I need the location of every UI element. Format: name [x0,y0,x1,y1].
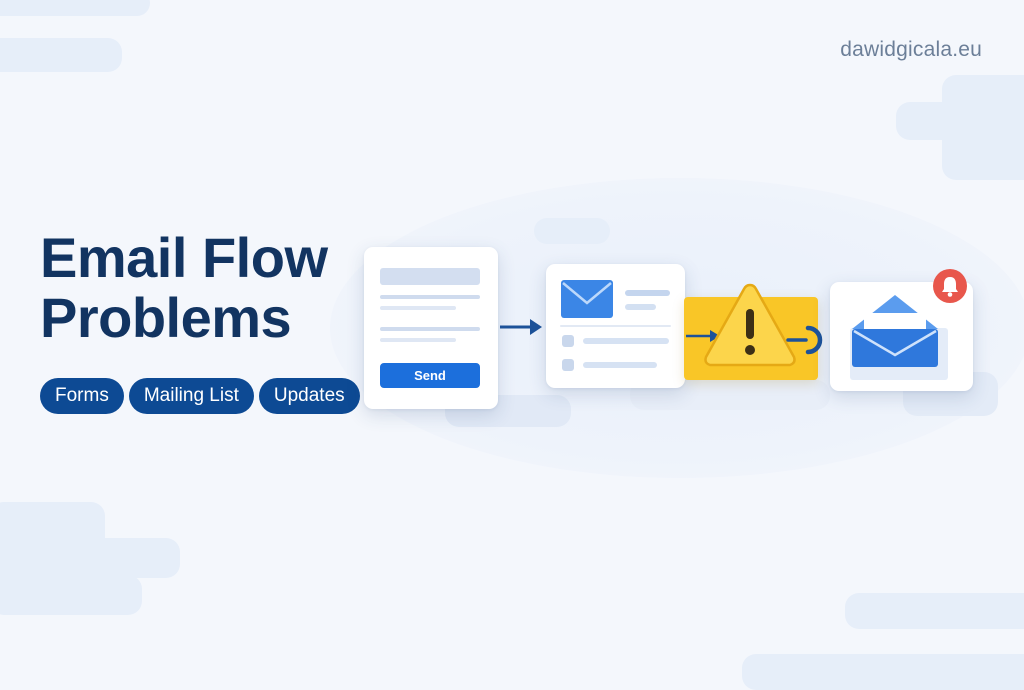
warning-icon [704,283,796,367]
bg-blob [845,593,1024,629]
email-subject-bar-2 [625,304,656,310]
bg-blob [0,0,150,16]
form-field-1-line [380,306,456,310]
arrow-icon [500,319,542,335]
bg-blob [742,654,1024,690]
bg-blob [0,538,180,578]
page-title: Email Flow Problems [40,228,328,348]
notification-bell-icon[interactable] [932,268,968,304]
list-item-bar [583,362,657,368]
divider [560,325,671,327]
bg-blob [534,218,610,244]
list-item-bar [583,338,669,344]
envelope-icon [561,280,613,318]
bg-blob [0,575,142,615]
tag-mailing-list[interactable]: Mailing List [128,378,254,414]
tag-forms[interactable]: Forms [40,378,124,414]
inbox-card [830,282,973,391]
form-card: Send [364,247,498,409]
tag-list: Forms Mailing List Updates [40,378,360,414]
title-line-2: Problems [40,286,292,349]
small-arrow-icon [686,330,720,342]
send-button[interactable]: Send [380,363,480,388]
open-envelope-icon [852,295,938,367]
bg-blob [896,102,1024,140]
title-line-1: Email Flow [40,226,328,289]
form-header-bar [380,268,480,285]
list-item-checkbox[interactable] [562,335,574,347]
email-subject-bar [625,290,670,296]
email-list-card [546,264,685,388]
form-field-2-line [380,338,456,342]
list-item-checkbox[interactable] [562,359,574,371]
form-field-1[interactable] [380,295,480,299]
form-field-2[interactable] [380,327,480,331]
site-domain[interactable]: dawidgicala.eu [840,38,982,61]
tag-updates[interactable]: Updates [258,378,360,414]
bg-blob [0,38,122,72]
